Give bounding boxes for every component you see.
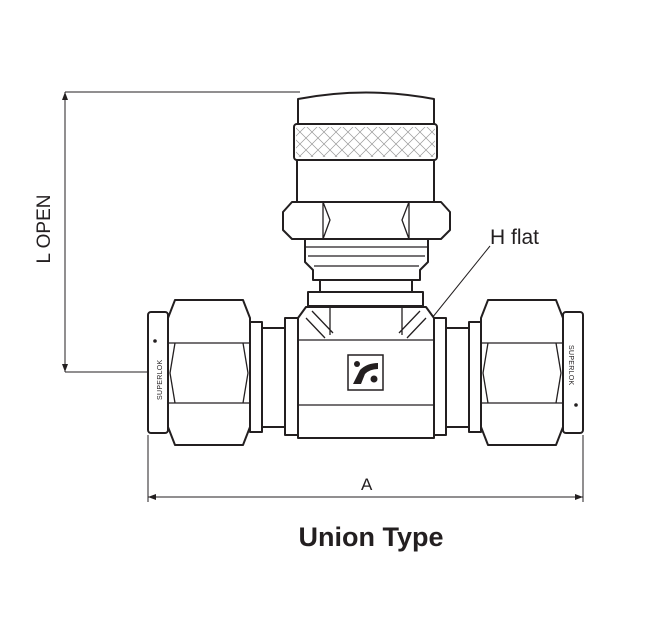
left-union-nut: SUPERLOK (147, 299, 299, 446)
dimension-label-l-open: L OPEN (34, 194, 55, 264)
dimension-label-a: A (361, 475, 373, 494)
brand-mark-left: SUPERLOK (157, 359, 164, 400)
right-union-nut: SUPERLOK (432, 299, 584, 446)
dimension-label-h-flat: H flat (490, 226, 540, 249)
valve-cap (282, 91, 451, 307)
dimension-lines (62, 91, 584, 502)
tee-body (297, 306, 435, 439)
diagram-title: Union Type (298, 522, 444, 552)
knurl-band (296, 127, 435, 157)
brand-mark-right: SUPERLOK (567, 345, 574, 386)
